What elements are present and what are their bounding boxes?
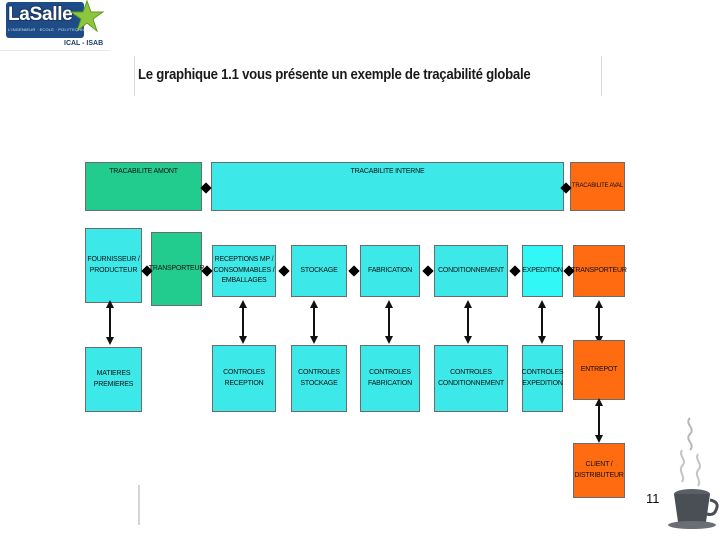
arrow-down-icon bbox=[385, 336, 393, 344]
link-diamond bbox=[200, 182, 212, 194]
coffee-cup-icon bbox=[668, 417, 719, 529]
scan-edge-left bbox=[134, 56, 135, 96]
connector-line bbox=[598, 400, 600, 438]
arrow-up-icon bbox=[595, 398, 603, 406]
link-diamond bbox=[278, 265, 290, 277]
arrow-down-icon bbox=[310, 336, 318, 344]
connector-line bbox=[598, 304, 600, 338]
arrow-up-icon bbox=[464, 300, 472, 308]
box-controles-fabrication: CONTROLES FABRICATION bbox=[360, 345, 420, 412]
arrow-up-icon bbox=[106, 300, 114, 308]
box-transporteur-amont: TRANSPORTEUR bbox=[149, 232, 204, 306]
arrow-up-icon bbox=[385, 300, 393, 308]
box-client-distributeur: CLIENT / DISTRIBUTEUR bbox=[573, 443, 625, 498]
box-controles-stockage: CONTROLES STOCKAGE bbox=[291, 345, 347, 412]
logo-subline: L'INGENIEUR · ECOLE · POLYTECHNIQUE bbox=[8, 27, 95, 32]
arrow-up-icon bbox=[239, 300, 247, 308]
box-controles-conditionnement: CONTROLES CONDITIONNEMENT bbox=[434, 345, 508, 412]
arrow-down-icon bbox=[239, 336, 247, 344]
star-icon bbox=[70, 0, 104, 32]
arrow-down-icon bbox=[595, 435, 603, 443]
box-entrepot: ENTREPOT bbox=[573, 340, 625, 400]
box-matieres-premieres: MATIERES PREMIERES bbox=[85, 347, 142, 412]
connector-line bbox=[109, 306, 111, 338]
connector-line bbox=[242, 304, 244, 338]
arrow-up-icon bbox=[595, 300, 603, 308]
page-number: 11 bbox=[646, 491, 660, 506]
box-conditionnement: CONDITIONNEMENT bbox=[434, 245, 508, 297]
box-fabrication: FABRICATION bbox=[360, 245, 420, 297]
logo-badge bbox=[6, 2, 84, 38]
header-tracabilite-aval: TRACABILITE AVAL bbox=[570, 162, 625, 211]
connector-line bbox=[313, 304, 315, 338]
box-controles-expedition: CONTROLES EXPEDITION bbox=[522, 345, 564, 412]
header-tracabilite-interne: TRACABILITE INTERNE bbox=[211, 162, 564, 211]
box-fournisseur: FOURNISSEUR / PRODUCTEUR bbox=[85, 228, 142, 303]
slide-title: Le graphique 1.1 vous présente un exempl… bbox=[138, 66, 531, 83]
arrow-up-icon bbox=[310, 300, 318, 308]
scan-edge-right bbox=[601, 56, 602, 96]
logo-tag: ICAL - ISAB bbox=[64, 40, 104, 47]
logo-wordmark: LaSalle bbox=[8, 4, 73, 25]
arrow-down-icon bbox=[106, 337, 114, 345]
connector-line bbox=[467, 304, 469, 338]
box-receptions: RECEPTIONS MP / CONSOMMABLES / EMBALLAGE… bbox=[212, 245, 276, 297]
link-diamond bbox=[348, 265, 360, 277]
arrow-down-icon bbox=[464, 336, 472, 344]
arrow-up-icon bbox=[538, 300, 546, 308]
arrow-down-icon bbox=[538, 336, 546, 344]
scan-edge-bottom bbox=[138, 485, 140, 525]
link-diamond bbox=[422, 265, 434, 277]
lasalle-logo: LaSalle L'INGENIEUR · ECOLE · POLYTECHNI… bbox=[2, 0, 106, 50]
box-transporteur-aval: TRANSPORTEUR bbox=[571, 245, 627, 297]
link-diamond bbox=[509, 265, 521, 277]
box-stockage: STOCKAGE bbox=[291, 245, 347, 297]
box-expedition: EXPEDITION bbox=[522, 245, 563, 297]
connector-line bbox=[541, 304, 543, 338]
connector-line bbox=[388, 304, 390, 338]
header-divider bbox=[0, 50, 110, 51]
header-tracabilite-amont: TRACABILITE AMONT bbox=[85, 162, 202, 211]
box-controles-reception: CONTROLES RECEPTION bbox=[212, 345, 276, 412]
